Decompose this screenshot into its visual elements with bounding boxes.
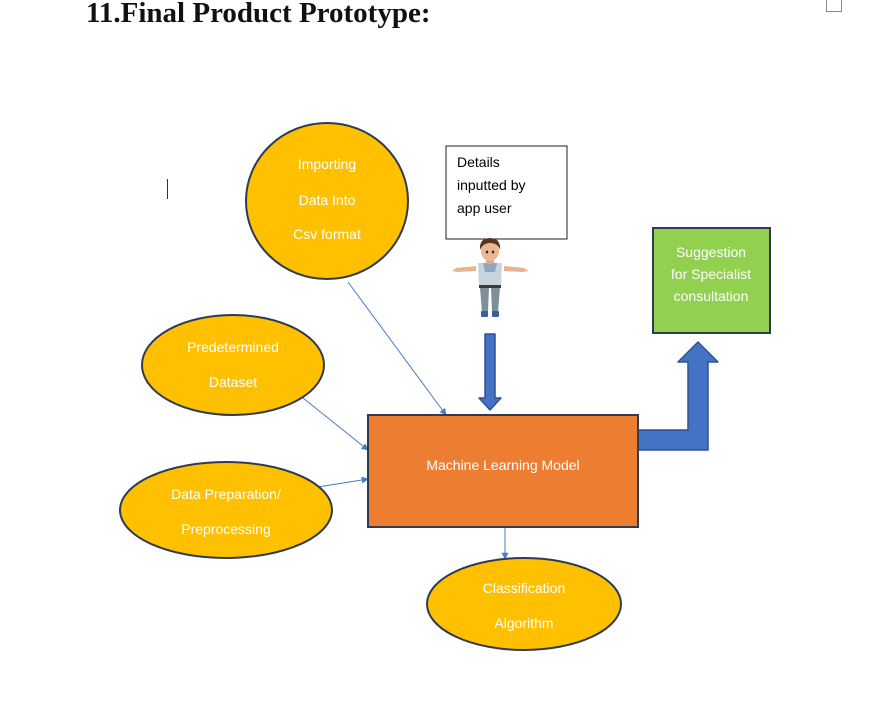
- checkbox-icon[interactable]: [826, 0, 842, 12]
- block-arrow-model-to-suggestion: [637, 341, 719, 451]
- node-preparation-line-1: Data Preparation/: [171, 486, 281, 502]
- arrow-preparation-to-model: [317, 476, 369, 488]
- node-details-line-1: Details: [457, 154, 500, 170]
- node-suggestion-line-1: Suggestion: [676, 244, 746, 260]
- node-suggestion-line-3: consultation: [674, 288, 749, 304]
- page-title: 11.Final Product Prototype:: [86, 0, 431, 29]
- node-machine-learning-model: Machine Learning Model: [367, 414, 639, 528]
- node-importing-line-3: Csv format: [293, 226, 361, 242]
- node-suggestion-line-2: for Specialist: [671, 266, 751, 282]
- text-cursor: [167, 179, 168, 199]
- arrow-predetermined-to-model: [302, 397, 369, 451]
- node-classification-line-1: Classification: [483, 580, 565, 596]
- arrow-importing-to-model: [347, 281, 447, 416]
- node-details-line-2: inputted by: [457, 177, 526, 193]
- node-predetermined-dataset: Predetermined Dataset: [141, 314, 325, 416]
- node-importing-line-1: Importing: [298, 156, 356, 172]
- node-data-preparation: Data Preparation/ Preprocessing: [119, 461, 333, 559]
- block-arrow-user-to-model: [478, 333, 502, 411]
- user-avatar-icon: [452, 238, 529, 317]
- node-details-line-3: app user: [457, 200, 512, 216]
- node-classification-algorithm: Classification Algorithm: [426, 557, 622, 651]
- node-preparation-line-2: Preprocessing: [181, 521, 271, 537]
- node-importing-line-2: Data Into: [299, 192, 356, 208]
- node-model-label: Machine Learning Model: [426, 457, 579, 473]
- node-importing-data: Importing Data Into Csv format: [245, 122, 409, 280]
- node-specialist-suggestion: Suggestion for Specialist consultation: [652, 227, 771, 334]
- node-classification-line-2: Algorithm: [494, 615, 553, 631]
- node-predetermined-line-2: Dataset: [209, 374, 257, 390]
- node-user-details: Details inputted by app user: [445, 145, 568, 240]
- node-predetermined-line-1: Predetermined: [187, 339, 279, 355]
